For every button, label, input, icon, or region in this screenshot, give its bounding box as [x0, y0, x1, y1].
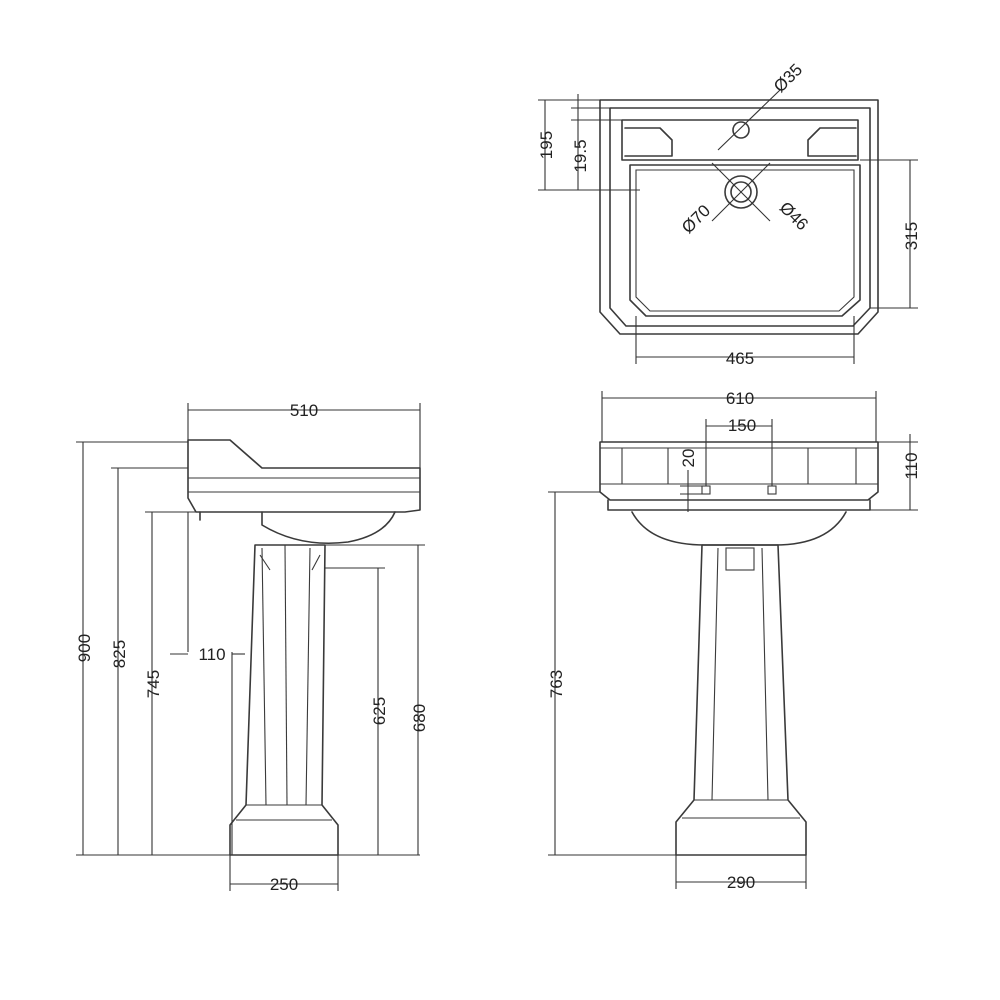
waste-outer	[724, 175, 758, 209]
dim-465: 465	[726, 349, 754, 368]
dim-150: 150	[728, 416, 756, 435]
dim-763: 763	[547, 670, 566, 698]
waste-inner	[730, 181, 752, 203]
dim-waste-inner: Ø46	[776, 198, 812, 234]
tap-hole	[732, 121, 750, 139]
dim-19-5: 19.5	[571, 139, 590, 172]
dim-625: 625	[370, 697, 389, 725]
dim-610: 610	[726, 389, 754, 408]
front-view: 610 150 20 110 763 290	[547, 389, 921, 892]
top-view: 195 19.5 Ø35 Ø70 Ø46 315 465	[537, 60, 921, 368]
dim-waste-outer: Ø70	[678, 201, 714, 237]
dim-825: 825	[110, 640, 129, 668]
side-basin-outline	[187, 439, 421, 513]
dim-110-front: 110	[902, 452, 921, 479]
top-view-outline	[599, 99, 879, 335]
dim-110-side: 110	[198, 645, 225, 664]
dim-20: 20	[679, 449, 698, 468]
dim-510: 510	[290, 401, 318, 420]
front-pedestal-outline	[675, 544, 807, 856]
dim-250: 250	[270, 875, 298, 894]
dim-680: 680	[410, 704, 429, 732]
dim-900: 900	[75, 634, 94, 662]
side-pedestal-outline	[229, 544, 339, 856]
dim-745: 745	[144, 670, 163, 698]
front-basin-outline	[599, 441, 879, 501]
side-view: 510 900 825 745 110 625 680 250	[75, 401, 429, 894]
dim-tap-diameter: Ø35	[770, 60, 806, 96]
dim-315: 315	[902, 222, 921, 250]
dim-195: 195	[537, 131, 556, 159]
bowl-outline	[629, 164, 861, 317]
dim-290: 290	[727, 873, 755, 892]
